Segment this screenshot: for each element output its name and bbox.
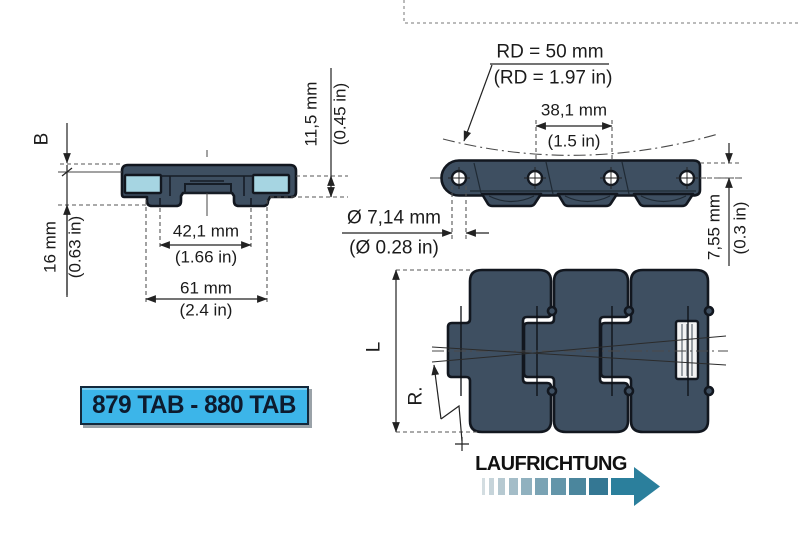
dim-label-115mm: 11,5 mm bbox=[301, 81, 321, 147]
frame-corner bbox=[403, 0, 800, 24]
dim-label-l: L bbox=[363, 341, 385, 353]
plan-view-drawing bbox=[392, 268, 728, 451]
side-view-drawing bbox=[342, 63, 742, 266]
dim-label-24in: (2.4 in) bbox=[179, 300, 233, 320]
dim-label-421mm: 42,1 mm bbox=[172, 221, 240, 241]
dim-label-166in: (1.66 in) bbox=[174, 247, 238, 267]
tab-highlight-right bbox=[251, 173, 291, 195]
dim-label-381mm: 38,1 mm bbox=[540, 100, 608, 120]
tab-highlight-left bbox=[123, 173, 163, 195]
product-badge: 879 TAB - 880 TAB bbox=[80, 386, 309, 425]
dim-label-755mm: 7,55 mm bbox=[704, 193, 724, 261]
product-badge-label: 879 TAB - 880 TAB bbox=[92, 391, 297, 419]
dim-label-rd-in: (RD = 1.97 in) bbox=[493, 67, 613, 89]
dim-label-61mm: 61 mm bbox=[180, 278, 232, 298]
direction-arrowhead bbox=[611, 467, 660, 506]
dim-label-15in: (1.5 in) bbox=[547, 131, 601, 151]
dim-label-pin-in: (Ø 0.28 in) bbox=[349, 237, 439, 259]
dim-label-r: R. bbox=[405, 386, 427, 406]
dim-label-b: B bbox=[31, 132, 53, 146]
dim-label-03in: (0.3 in) bbox=[730, 201, 750, 255]
direction-arrow bbox=[482, 467, 660, 506]
dim-label-pin-mm: Ø 7,14 mm bbox=[347, 207, 441, 229]
dim-label-063in: (0.63 in) bbox=[65, 215, 85, 279]
direction-label: LAUFRICHTUNG bbox=[475, 453, 627, 475]
dim-label-045in: (0.45 in) bbox=[330, 82, 350, 146]
dim-label-16mm: 16 mm bbox=[40, 221, 60, 273]
front-view-drawing bbox=[58, 68, 348, 305]
dim-label-rd-mm: RD = 50 mm bbox=[496, 41, 604, 63]
